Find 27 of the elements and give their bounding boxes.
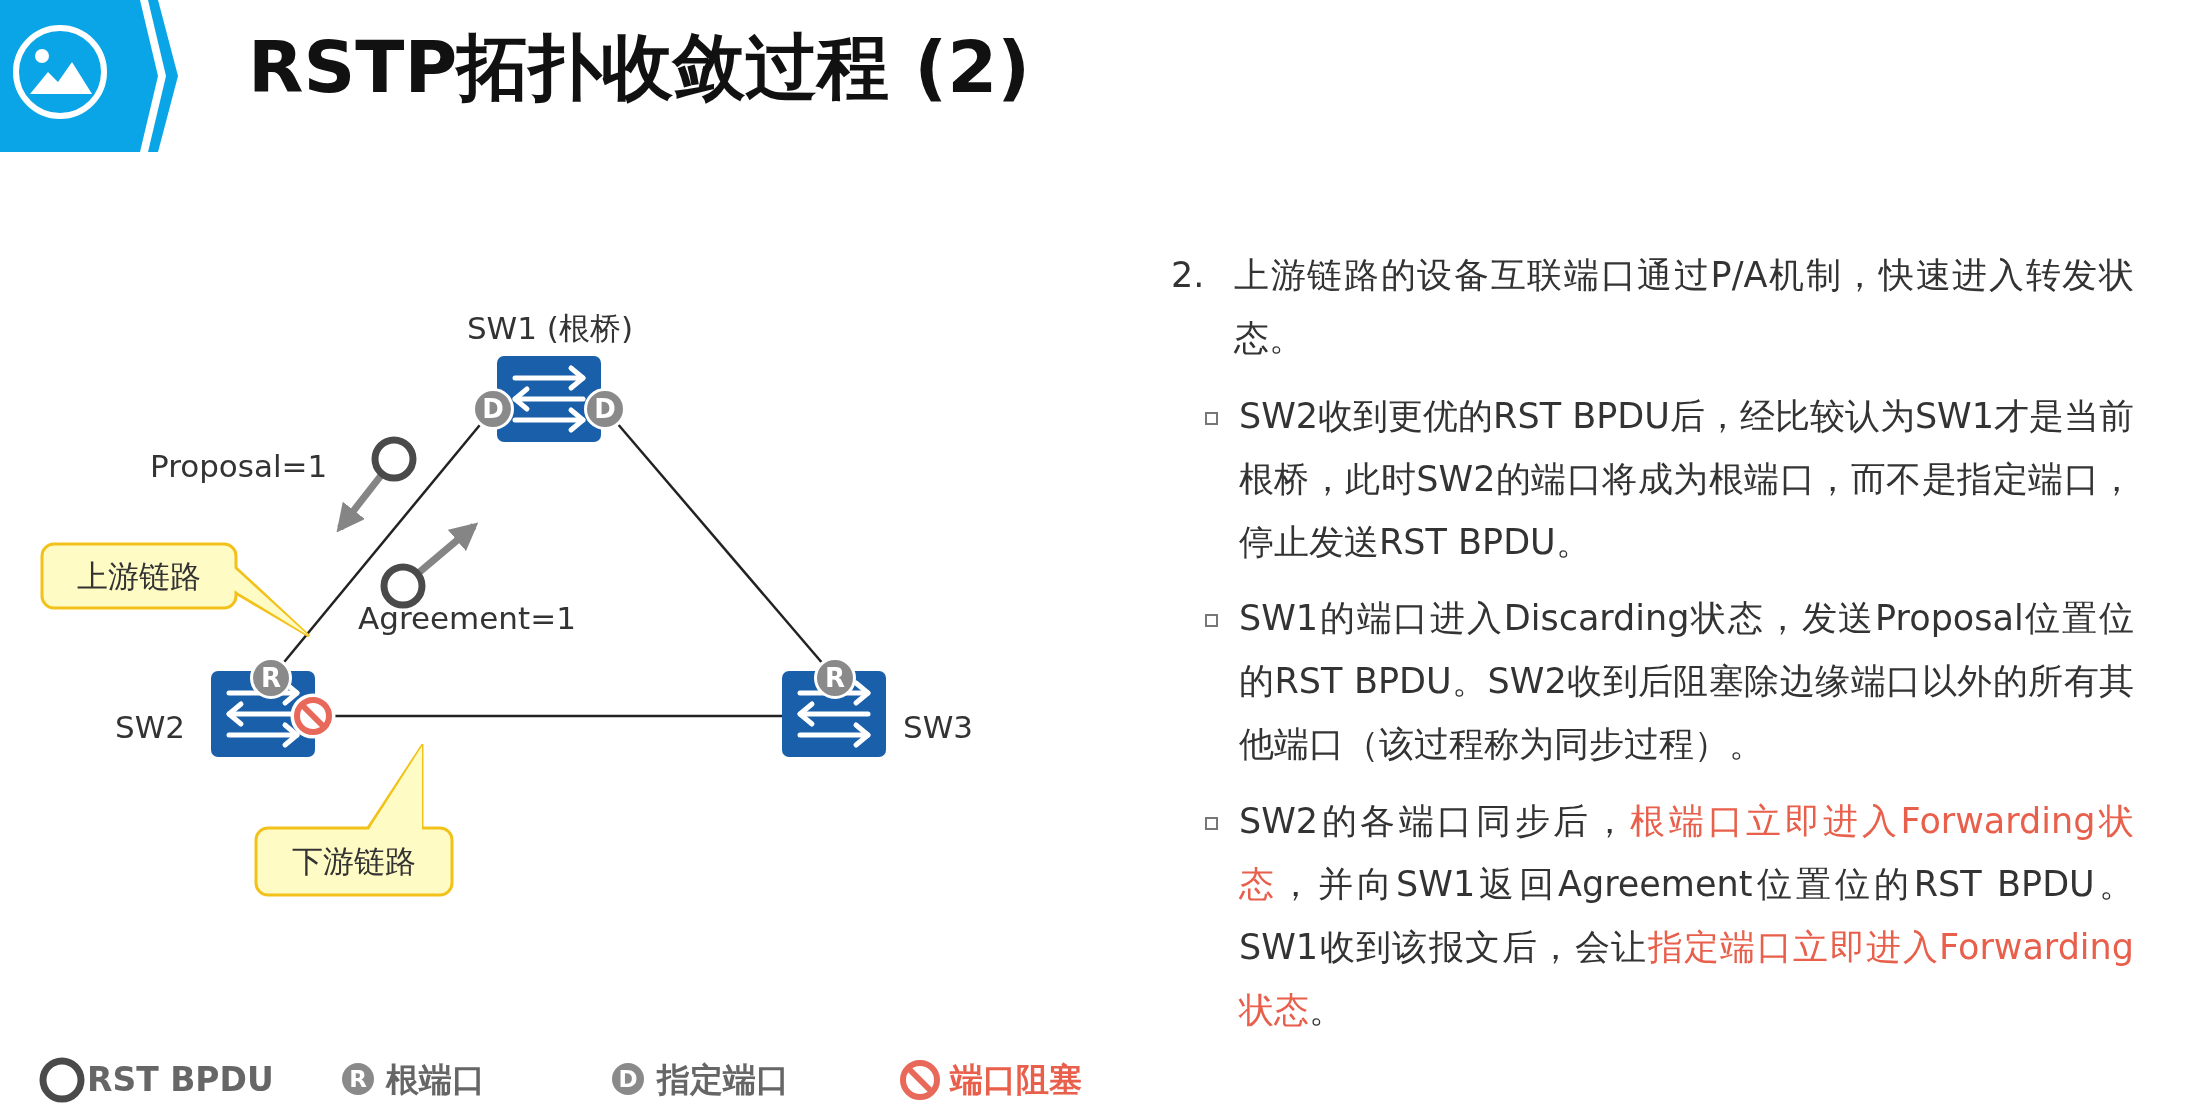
legend-swatch: R [342, 1063, 374, 1095]
message-label: Proposal=1 [150, 447, 328, 486]
blocked-port-icon [290, 693, 336, 739]
speech-bubble: 下游链路 [254, 744, 454, 897]
legend-label: 端口阻塞 [950, 1059, 1082, 1101]
paragraph: 上游链路的设备互联端口通过P/A机制，快速进入转发状态。 [1234, 254, 2134, 360]
link-line [334, 714, 782, 718]
switch-label: SW1 (根桥) [465, 309, 635, 348]
bullet-text: SW2收到更优的RST BPDU后，经比较认为SW1才是当前根桥，此时SW2的端口将成为根端口，而不是指定端口，停止发送RST BPDU。 [1239, 395, 2134, 564]
link-line [283, 424, 481, 663]
legend-label: 根端口 [386, 1059, 485, 1101]
bpdu-circle [371, 436, 417, 482]
port-badge: R [814, 657, 856, 699]
message-label: Agreement=1 [358, 599, 576, 638]
switch-label: SW2 [113, 708, 187, 747]
legend-swatch: D [612, 1063, 644, 1095]
bullet-text: SW1的端口进入Discarding状态，发送Proposal位置位的RST BPDU。SW2收到后阻塞除边缘端口以外的所有其他端口（该过程称为同步过程）。 [1239, 597, 2134, 766]
link-line [617, 424, 823, 663]
switch-label: SW3 [901, 708, 975, 747]
legend-label: 指定端口 [657, 1059, 789, 1101]
legend-label: RST BPDU [87, 1059, 274, 1101]
list-number: 2. [1171, 254, 1205, 297]
bpdu-circle [380, 563, 426, 609]
bullet-text: SW2的各端口同步后，根端口立即进入Forwarding状态，并向SW1返回Agreement位置位的RST BPDU。SW1收到该报文后，会让指定端口立即进入Forwarding状态。 [1239, 800, 2134, 1032]
slide-title: RSTP拓扑收敛过程 (2) [248, 24, 1031, 111]
port-badge: R [250, 657, 292, 699]
port-badge: D [472, 388, 514, 430]
